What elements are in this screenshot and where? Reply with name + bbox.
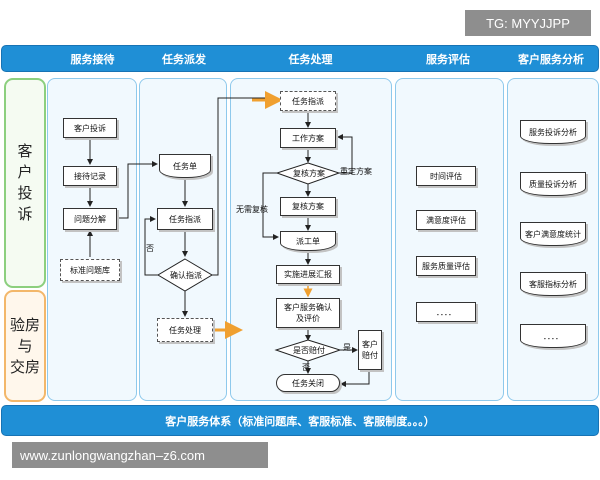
label-dispatch-no: 否: [146, 244, 154, 253]
service-system-footer: 客户服务体系（标准问题库、客服标准、客服制度。。。）: [1, 405, 599, 436]
node-task-handle: 任务处理: [157, 318, 213, 342]
column-header-bar: [1, 45, 599, 72]
node-service-index-analysis: 客服指标分析: [520, 272, 586, 296]
row-label-house-handover: 验房 与 交房: [4, 290, 46, 402]
label-no-review: 无需复核: [236, 205, 268, 214]
node-complaint-analysis: 服务投诉分析: [520, 120, 586, 144]
node-review-plan: 复核方案: [280, 197, 336, 216]
node-service-confirm: 客户服务确认 及评价: [276, 298, 340, 328]
column-header-dispatch: 任务派发: [162, 52, 206, 66]
lane-dispatch: [139, 78, 227, 401]
node-standard-library: 标准问题库: [60, 259, 120, 281]
node-reception-record: 接待记录: [63, 166, 117, 186]
column-header-evaluation: 服务评估: [426, 52, 470, 66]
confirm-assign-diamond: [157, 258, 213, 292]
column-header-analysis: 客户服务分析: [518, 52, 584, 66]
label-no: 否: [302, 363, 310, 372]
label-yes: 是: [343, 343, 351, 352]
node-satisfaction-stats: 客户满意度统计: [520, 222, 586, 246]
compensate-diamond: [274, 339, 342, 362]
node-task-close: 任务关闭: [276, 374, 340, 392]
node-work-plan: 工作方案: [280, 128, 336, 148]
node-proc-task-assign: 任务指派: [280, 91, 336, 111]
label-confirm-assign: 确认指派: [170, 271, 202, 280]
lane-evaluation: [395, 78, 504, 401]
node-customer-pay: 客户 赔付: [358, 330, 382, 370]
node-task-sheet: 任务单: [159, 154, 211, 178]
node-satisfaction-evaluation: 满意度评估: [416, 210, 476, 230]
node-analysis-more: ．．．．: [520, 324, 586, 348]
node-work-order: 派工单: [280, 231, 336, 251]
watermark-top: TG: MYYJJPP: [465, 10, 591, 36]
label-review-plan-1: 复核方案: [293, 169, 325, 178]
node-customer-complaint: 客户投诉: [63, 118, 117, 138]
node-task-assign: 任务指派: [157, 208, 213, 230]
label-reset-plan: 重定方案: [340, 167, 372, 176]
node-progress-report: 实施进展汇报: [276, 265, 340, 284]
label-compensate: 是否赔付: [293, 346, 325, 355]
node-evaluation-more: ．．．．: [416, 302, 476, 322]
column-header-reception: 服务接待: [70, 52, 115, 66]
node-problem-analysis: 问题分解: [63, 208, 117, 230]
watermark-bottom: www.zunlongwangzhan–z6.com: [12, 442, 268, 468]
column-header-processing: 任务处理: [288, 52, 333, 66]
review-plan-diamond: [275, 162, 341, 185]
node-quality-evaluation: 服务质量评估: [416, 256, 476, 276]
node-time-evaluation: 时间评估: [416, 166, 476, 186]
node-quality-complaint-analysis: 质量投诉分析: [520, 172, 586, 196]
row-label-complaint: 客 户 投 诉: [4, 78, 46, 288]
